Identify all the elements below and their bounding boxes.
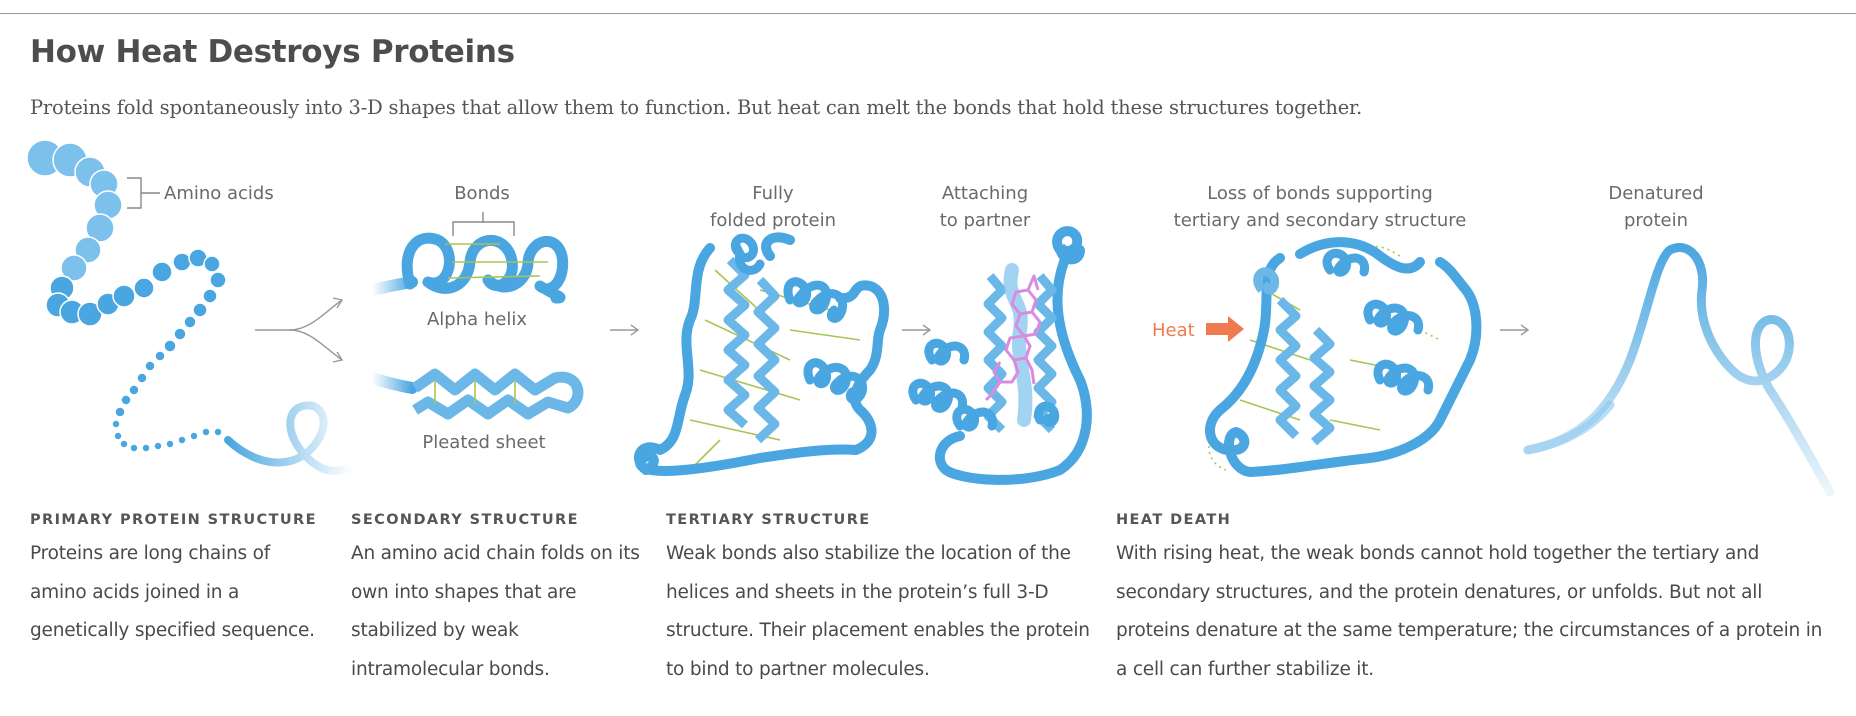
arrow-right-icon bbox=[902, 324, 932, 336]
loss-of-bonds-label-2: tertiary and secondary structure bbox=[1174, 210, 1467, 231]
amino-acid-chain bbox=[26, 139, 356, 475]
amino-acid-bead bbox=[60, 254, 88, 282]
split-arrow-icon bbox=[255, 297, 344, 363]
section-body: Weak bonds also stabilize the location o… bbox=[666, 543, 1090, 680]
amino-acid-bead bbox=[209, 271, 227, 289]
section-body: Proteins are long chains of amino acids … bbox=[30, 543, 315, 641]
amino-acid-bead bbox=[129, 443, 139, 453]
page-subtitle: Proteins fold spontaneously into 3-D sha… bbox=[30, 96, 1363, 119]
section-body: With rising heat, the weak bonds cannot … bbox=[1116, 543, 1823, 680]
section-secondary: SECONDARY STRUCTURE An amino acid chain … bbox=[351, 512, 641, 689]
attaching-label-2: to partner bbox=[940, 210, 1031, 231]
section-heading: HEAT DEATH bbox=[1116, 512, 1232, 528]
amino-acid-bead bbox=[114, 406, 126, 418]
alpha-helix bbox=[366, 232, 569, 304]
amino-acid-bead bbox=[136, 372, 148, 384]
denatured-protein bbox=[1523, 243, 1835, 497]
arrow-right-icon bbox=[610, 324, 640, 336]
top-rule bbox=[0, 13, 1856, 14]
amino-acid-bead bbox=[192, 302, 208, 318]
amino-acid-bead bbox=[111, 419, 121, 429]
amino-acid-bead bbox=[119, 439, 129, 449]
pleated-sheet-label: Pleated sheet bbox=[422, 432, 545, 453]
section-body: An amino acid chain folds on its own int… bbox=[351, 543, 640, 680]
section-heading: SECONDARY STRUCTURE bbox=[351, 512, 579, 528]
amino-acid-bead bbox=[173, 327, 187, 341]
bonds-label: Bonds bbox=[454, 183, 510, 204]
loss-of-bonds-label-1: Loss of bonds supporting bbox=[1207, 183, 1433, 204]
partner-molecule bbox=[984, 274, 1042, 402]
denatured-label-1: Denatured bbox=[1608, 183, 1703, 204]
unfolding-protein bbox=[1205, 237, 1482, 477]
amino-acid-bead bbox=[165, 439, 175, 449]
amino-acid-bead bbox=[203, 255, 221, 273]
arrow-right-icon bbox=[1500, 324, 1530, 336]
section-heading: PRIMARY PROTEIN STRUCTURE bbox=[30, 512, 317, 528]
heat-arrow-icon bbox=[1206, 316, 1244, 342]
attaching-label-1: Attaching bbox=[942, 183, 1028, 204]
bonds-bracket bbox=[452, 212, 515, 236]
section-heat-death: HEAT DEATH With rising heat, the weak bo… bbox=[1116, 512, 1826, 689]
section-primary: PRIMARY PROTEIN STRUCTURE Proteins are l… bbox=[30, 512, 320, 651]
amino-acid-bead bbox=[128, 384, 140, 396]
amino-acid-bead bbox=[177, 435, 187, 445]
amino-acids-bracket bbox=[127, 177, 160, 209]
fully-folded-label-2: folded protein bbox=[710, 210, 836, 231]
amino-acid-bead bbox=[201, 427, 211, 437]
section-heading: TERTIARY STRUCTURE bbox=[666, 512, 871, 528]
amino-acid-bead bbox=[189, 431, 199, 441]
fully-folded-label-1: Fully bbox=[752, 183, 794, 204]
amino-acid-bead bbox=[154, 350, 166, 362]
amino-acid-bead bbox=[112, 284, 136, 308]
amino-acid-bead bbox=[141, 443, 151, 453]
amino-acid-bead bbox=[172, 252, 192, 272]
amino-acid-bead bbox=[151, 261, 173, 283]
amino-acid-bead bbox=[85, 213, 115, 243]
section-tertiary: TERTIARY STRUCTURE Weak bonds also stabi… bbox=[666, 512, 1096, 689]
amino-acid-bead bbox=[120, 394, 132, 406]
bound-protein bbox=[908, 226, 1092, 485]
amino-acid-bead bbox=[144, 360, 156, 372]
amino-acid-bead bbox=[153, 441, 163, 451]
denatured-label-2: protein bbox=[1624, 210, 1688, 231]
amino-acid-bead bbox=[163, 339, 177, 353]
amino-acid-bead bbox=[213, 427, 223, 437]
heat-label: Heat bbox=[1152, 320, 1195, 341]
amino-acids-label: Amino acids bbox=[164, 183, 274, 204]
amino-acid-bead bbox=[202, 288, 218, 304]
amino-acid-bead bbox=[113, 431, 123, 441]
alpha-helix-label: Alpha helix bbox=[427, 309, 527, 330]
pleated-sheet bbox=[366, 368, 584, 420]
amino-acid-bead bbox=[133, 277, 155, 299]
folded-protein bbox=[634, 232, 890, 476]
page-title: How Heat Destroys Proteins bbox=[30, 34, 515, 70]
amino-acid-bead bbox=[183, 315, 197, 329]
